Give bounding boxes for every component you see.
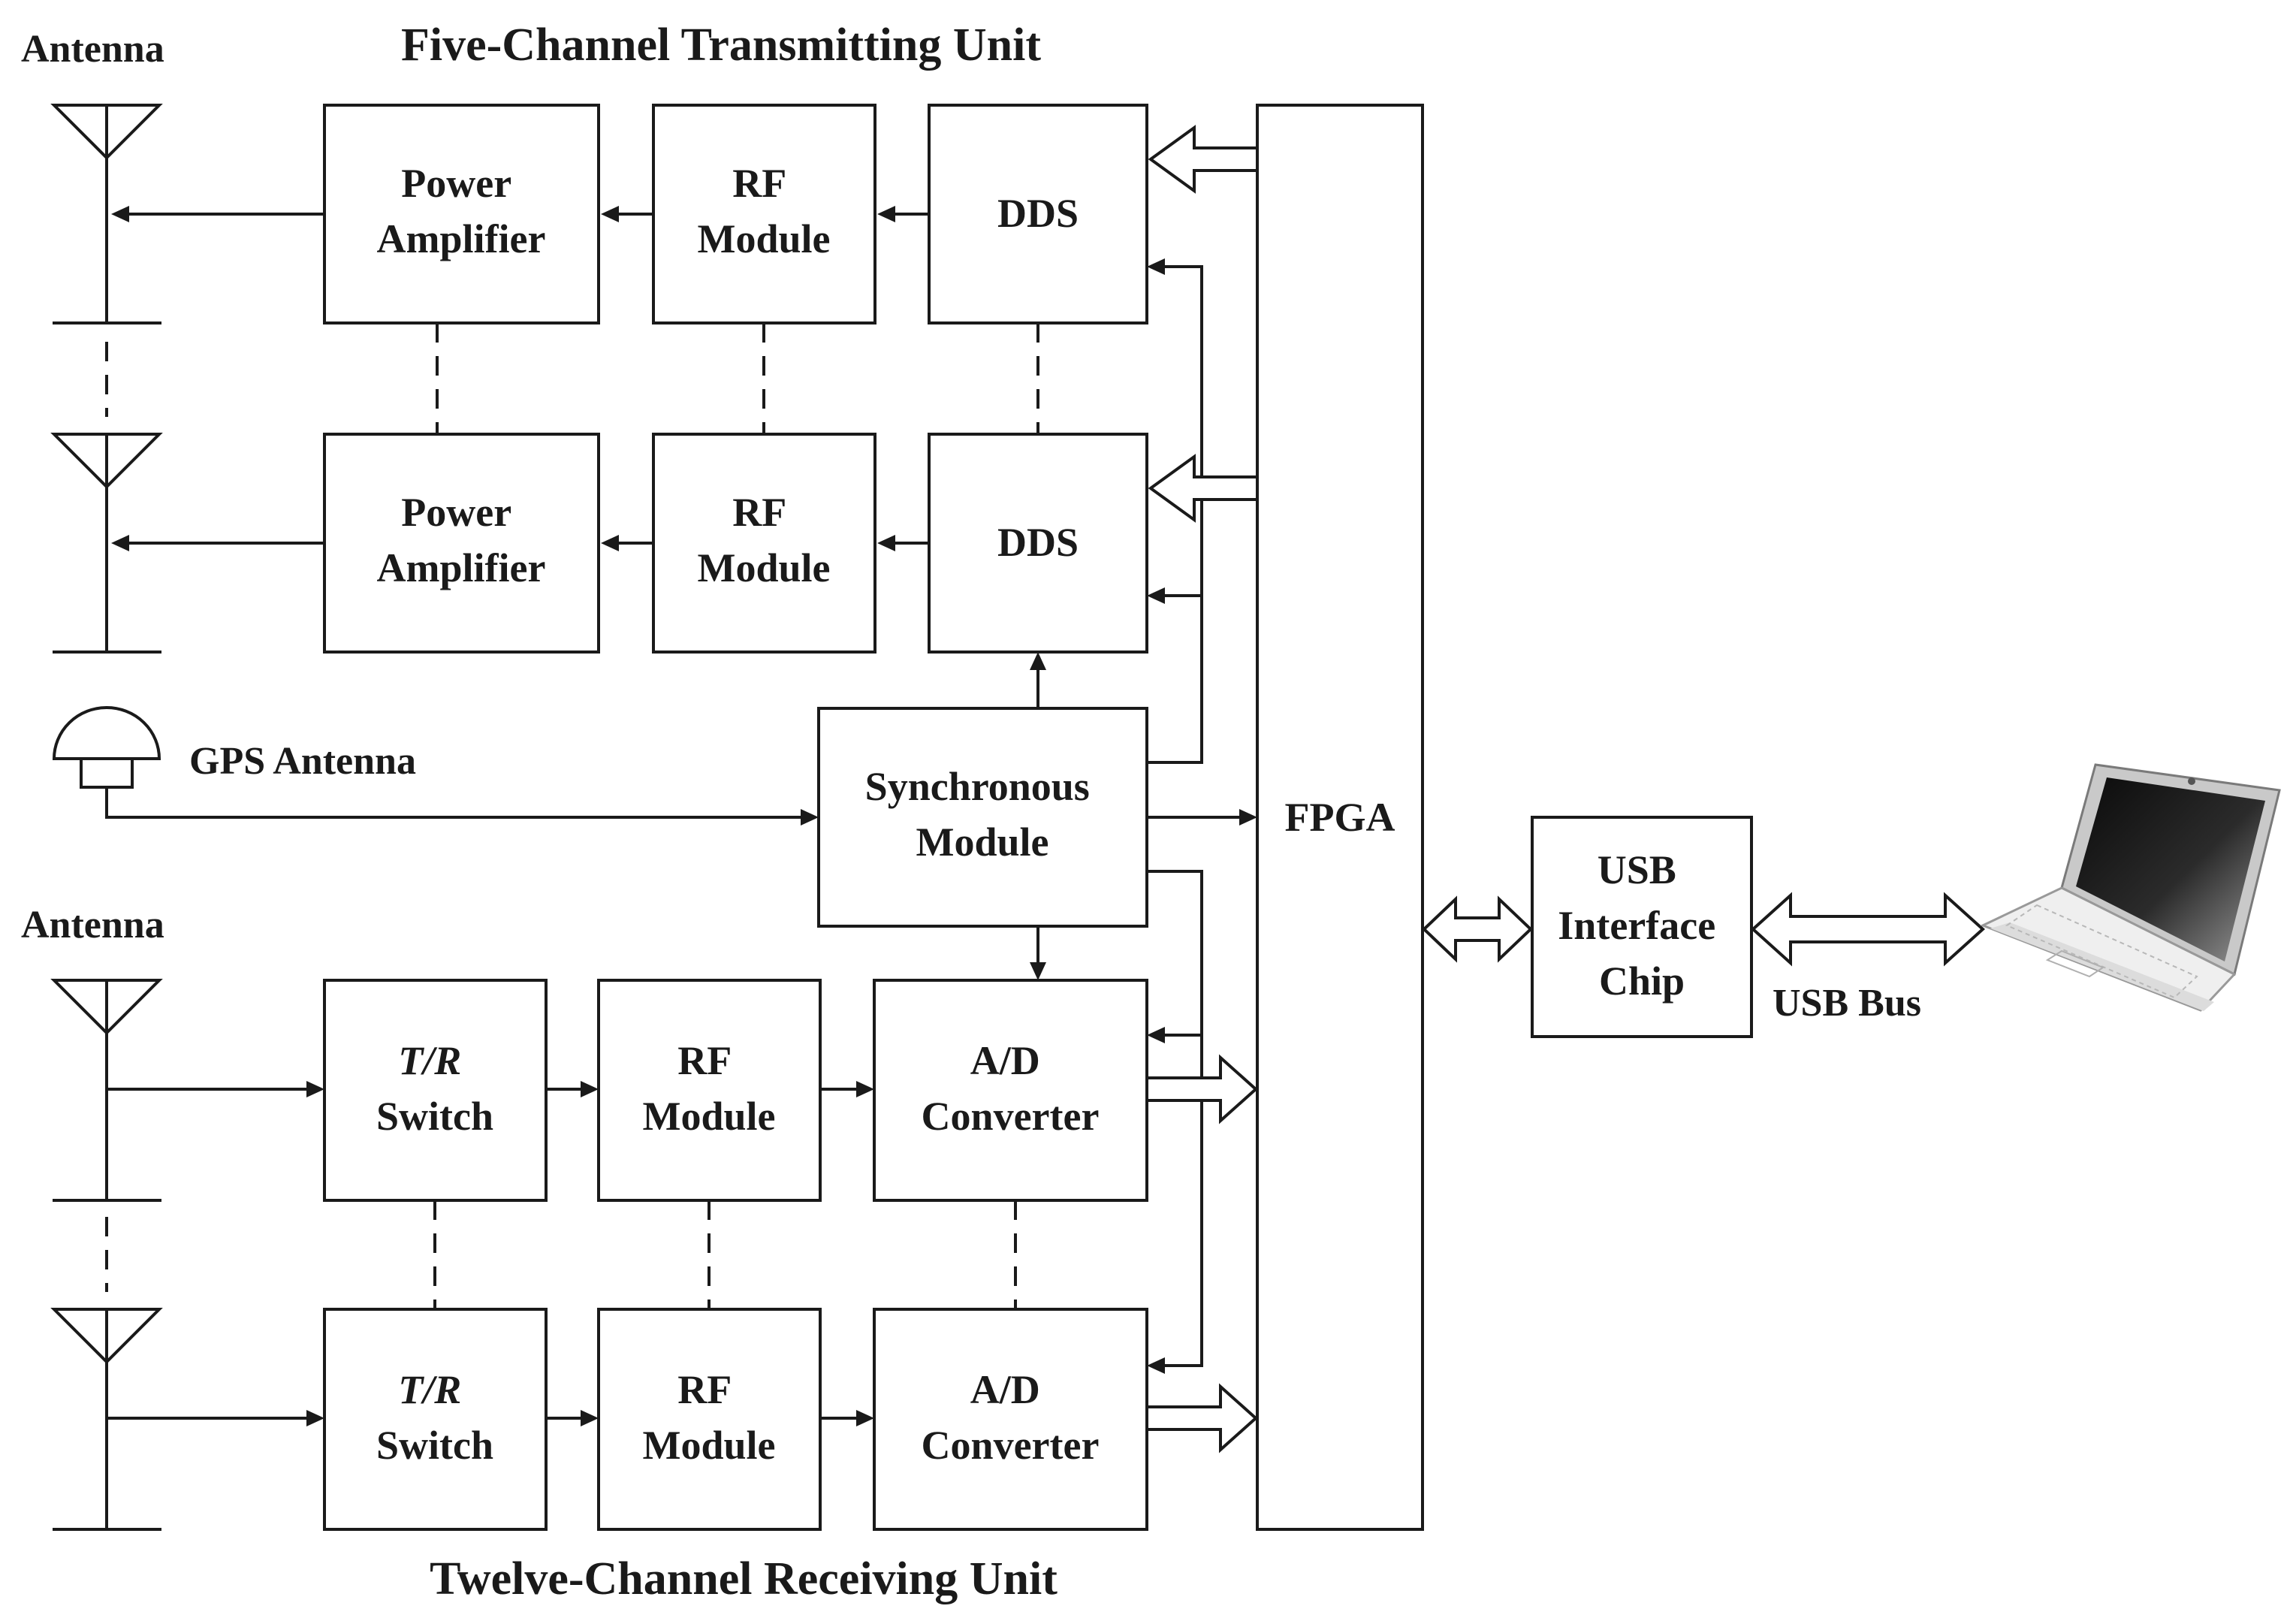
rf-module-label: RF Module [642, 1038, 775, 1139]
fpga-to-dds-bus-arrow [1148, 125, 1259, 523]
synchronous-module-label: Synchronous Module [865, 764, 1100, 865]
gps-to-sync-arrow [105, 787, 819, 826]
ad-converter-label: A/D Converter [922, 1038, 1100, 1139]
transmitting-unit-title: Five-Channel Transmitting Unit [401, 20, 1041, 71]
rf-module-block [652, 433, 876, 654]
fpga-block [1256, 104, 1424, 1531]
power-amplifier-block [323, 104, 600, 324]
ad-converter-block [873, 979, 1148, 1202]
dds-label: DDS [997, 191, 1079, 236]
channel-ellipsis-lines [433, 1200, 1017, 1309]
channel-ellipsis-lines [436, 323, 1039, 434]
tr-switch-block [323, 1308, 548, 1531]
rf-module-label: RF Module [697, 490, 830, 590]
power-amplifier-label: Power Amplifier [377, 490, 546, 590]
sync-clock-down-lines [1147, 870, 1203, 1374]
dds-label: DDS [997, 520, 1079, 565]
sync-to-dds-arrow [1030, 652, 1046, 708]
ad-converter-block [873, 1308, 1148, 1531]
adc-to-fpga-bus-arrow [1145, 1054, 1259, 1453]
tr-switch-label: T/R Switch [376, 1367, 493, 1468]
dds-block [928, 104, 1148, 324]
gps-antenna-icon [52, 706, 161, 789]
usb-bus-label: USB Bus [1773, 982, 1921, 1025]
tx-signal-arrows [111, 206, 929, 551]
fpga-label: FPGA [1285, 795, 1395, 840]
rf-module-block [652, 104, 876, 324]
usb-bus-arrow [1751, 892, 1985, 967]
antenna-icon [50, 104, 163, 324]
antenna-label-rx: Antenna [21, 904, 164, 946]
rf-module-label: RF Module [642, 1367, 775, 1468]
sync-clock-up-lines [1147, 258, 1203, 764]
rx-signal-arrows [107, 1081, 874, 1426]
tr-switch-block [323, 979, 548, 1202]
gps-antenna-label: GPS Antenna [189, 740, 416, 783]
usb-interface-chip-label: USB Interface Chip [1558, 847, 1725, 1004]
sync-to-fpga-arrow [1147, 809, 1257, 826]
receiving-unit-title: Twelve-Channel Receiving Unit [430, 1553, 1058, 1604]
power-amplifier-label: Power Amplifier [377, 161, 546, 261]
antenna-label-tx: Antenna [21, 28, 164, 71]
synchronous-module-block [817, 707, 1148, 928]
antenna-icon [50, 433, 163, 654]
tr-switch-label: T/R Switch [376, 1038, 493, 1139]
rf-module-block [597, 1308, 822, 1531]
fpga-usb-bus-arrow [1422, 895, 1533, 963]
power-amplifier-block [323, 433, 600, 654]
ad-converter-label: A/D Converter [922, 1367, 1100, 1468]
rf-module-label: RF Module [697, 161, 830, 261]
laptop-icon [1980, 763, 2281, 1012]
rf-module-block [597, 979, 822, 1202]
usb-interface-chip-block [1531, 816, 1753, 1038]
sync-to-adc-arrow [1030, 926, 1046, 980]
